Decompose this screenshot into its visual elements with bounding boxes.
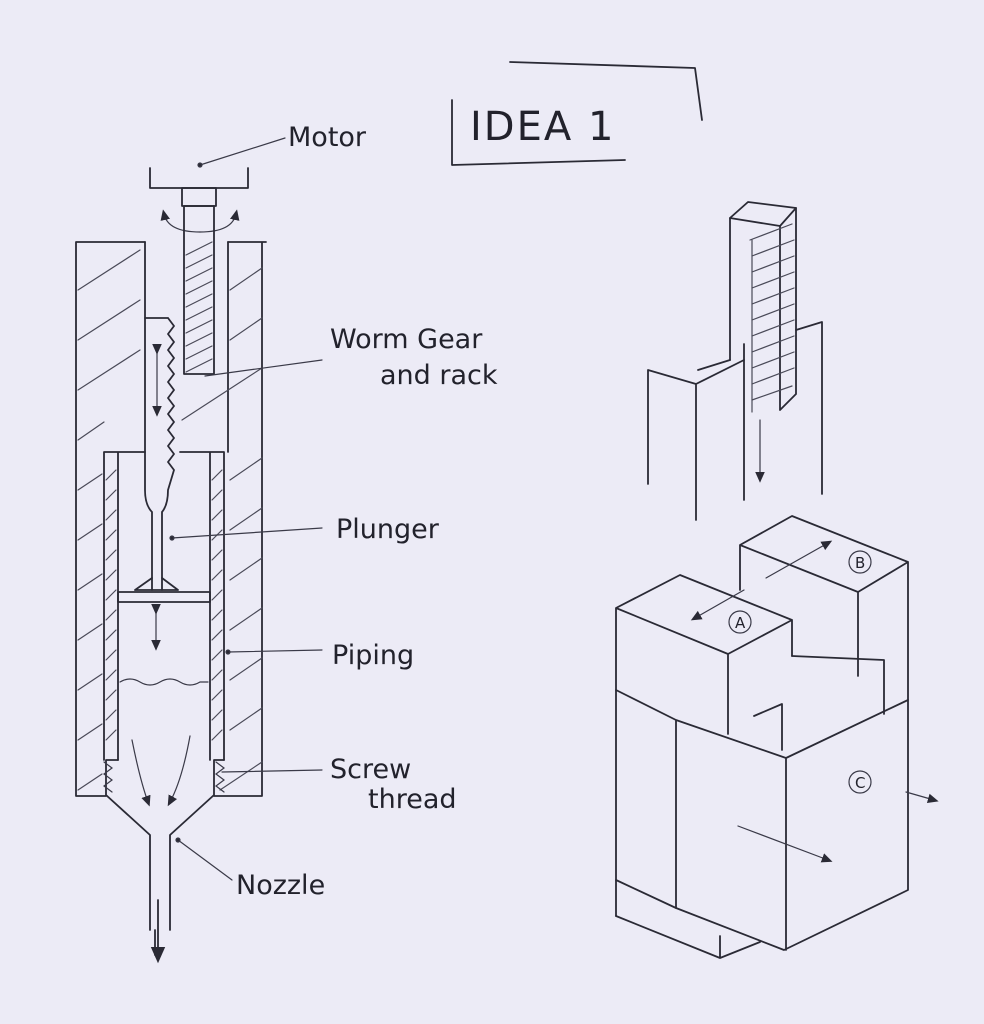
motor-bracket: [149, 167, 249, 189]
block-a-label: A: [735, 614, 746, 632]
arrow-block-a: [690, 589, 745, 621]
housing-hatching-left: [77, 249, 141, 791]
worm-screw: [183, 205, 215, 375]
screw-thread-right: [215, 761, 225, 793]
rotation-arrow-left: [160, 209, 201, 233]
housing-outline: [75, 241, 267, 797]
screw-thread-left: [103, 761, 113, 793]
block-c: [615, 689, 909, 951]
arrow-block-b: [765, 540, 833, 579]
block-b-label: B: [855, 554, 865, 572]
isometric-worm-detail: [647, 201, 823, 521]
material-level: [119, 678, 209, 686]
block-c-label: C: [855, 774, 865, 792]
label-worm-gear-line1: Worm Gear: [330, 324, 483, 355]
piping-hatching-left: [105, 469, 117, 741]
label-worm-gear-line2: and rack: [380, 360, 498, 391]
title-box: IDEA 1: [451, 61, 703, 166]
block-b-marker: [848, 550, 872, 574]
block-a: [615, 574, 793, 917]
worm-screw-threads: [185, 241, 213, 373]
nozzle-cone: [105, 759, 225, 956]
rotation-arrow-right: [199, 209, 240, 233]
isometric-worm-threads: [749, 223, 795, 413]
label-piping: Piping: [332, 640, 414, 671]
block-a-marker: [728, 610, 752, 634]
housing-hatching-right: [181, 267, 263, 791]
label-motor: Motor: [288, 122, 367, 153]
block-b: [739, 515, 909, 701]
plunger-head: [117, 577, 211, 603]
cross-section-diagram: Motor Worm Gear and rack Plunger Piping …: [75, 122, 498, 964]
leader-lines: [169, 137, 323, 881]
label-screw-thread-line2: thread: [368, 784, 457, 815]
motor-shaft-cap: [181, 187, 217, 207]
block-c-marker: [848, 770, 872, 794]
label-screw-thread-line1: Screw: [330, 754, 411, 785]
piping-hatching-right: [211, 469, 223, 741]
label-nozzle: Nozzle: [236, 870, 325, 901]
arrow-block-c-side: [905, 791, 939, 803]
piping-outline: [103, 451, 225, 761]
flow-arrow-right: [167, 735, 191, 807]
title-text: IDEA 1: [470, 104, 615, 150]
isometric-blocks-diagram: B A C: [615, 515, 939, 959]
label-plunger: Plunger: [336, 514, 440, 545]
flow-arrow-left: [131, 739, 151, 807]
rack: [144, 317, 175, 591]
arrow-block-c-front: [737, 825, 833, 863]
